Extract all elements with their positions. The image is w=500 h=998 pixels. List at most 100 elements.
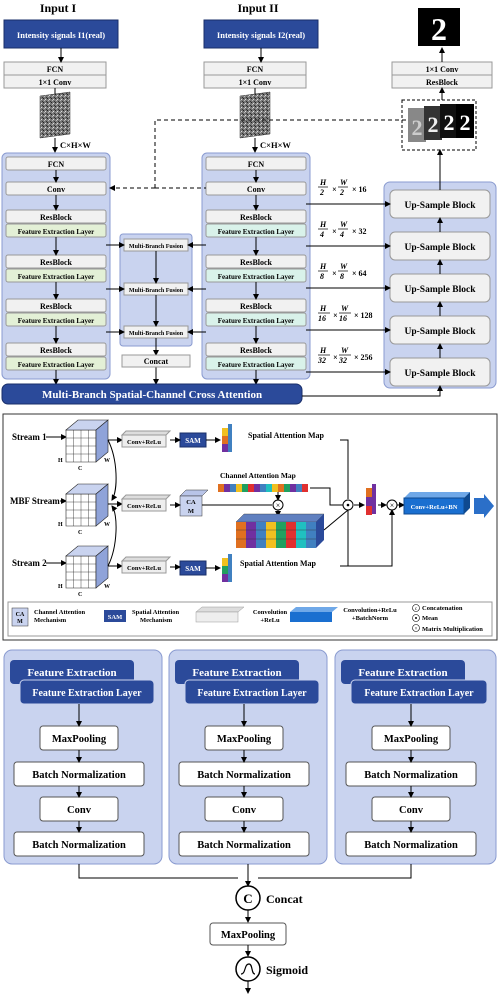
svg-text:×: × <box>276 501 281 510</box>
input-i-label: Input I <box>40 1 77 15</box>
svg-text:16: 16 <box>339 314 347 323</box>
final-output-arrow <box>474 494 494 518</box>
right-resblock-3: ResBlock <box>240 302 273 311</box>
svg-text:SAM: SAM <box>108 614 122 621</box>
svg-text:×: × <box>333 353 338 362</box>
cube-stream2 <box>65 545 109 589</box>
right-branch-blocks: FCN Conv ResBlock Feature Extraction Lay… <box>205 156 307 371</box>
svg-text:H: H <box>319 178 327 187</box>
svg-text:2: 2 <box>319 188 324 197</box>
fe-panel-1: Feature Extraction Feature Extraction La… <box>3 649 163 865</box>
input2-fcn-box: FCN <box>203 61 307 76</box>
svg-text:× 16: × 16 <box>352 185 367 194</box>
svg-text:× 128: × 128 <box>354 311 373 320</box>
svg-text:Batch Normalization: Batch Normalization <box>197 770 291 781</box>
cube-stream1 <box>65 419 109 463</box>
scale-labels: H 2 × W 2 × 16 H 4 × W 4 × 32 H 8 × W 8 <box>317 178 373 365</box>
svg-text:M: M <box>17 619 23 625</box>
chw-label-1: C×H×W <box>60 140 91 150</box>
legend: CA M Channel Attention Mechanism SAM Spa… <box>11 604 483 633</box>
mbf-1: Multi-Branch Fusion <box>129 244 184 250</box>
fused-map <box>366 484 376 515</box>
left-fcn: FCN <box>48 160 65 169</box>
svg-text:W: W <box>340 262 348 271</box>
svg-text:MaxPooling: MaxPooling <box>217 734 272 745</box>
left-resblock-3: ResBlock <box>40 302 73 311</box>
right-resblock-1: ResBlock <box>240 213 273 222</box>
concat-label-top: Concat <box>144 357 169 366</box>
svg-text:1×1 Conv: 1×1 Conv <box>426 65 459 74</box>
svg-text:MaxPooling: MaxPooling <box>52 734 107 745</box>
svg-text:×: × <box>415 627 418 632</box>
stream2-label: Stream 2 <box>12 558 47 568</box>
svg-text:2: 2 <box>460 110 471 135</box>
svg-text:W: W <box>341 346 349 355</box>
svg-text:W: W <box>340 178 348 187</box>
svg-text:Conv+ReLu: Conv+ReLu <box>127 565 161 572</box>
svg-text:Conv+ReLu+BN: Conv+ReLu+BN <box>411 504 458 511</box>
left-conv: Conv <box>47 185 65 194</box>
input2-conv1x1-label: 1×1 Conv <box>239 78 272 87</box>
svg-text:H: H <box>319 262 327 271</box>
svg-text:H: H <box>58 458 63 464</box>
svg-text:MaxPooling: MaxPooling <box>384 734 439 745</box>
left-fel-4: Feature Extraction Layer <box>18 361 94 369</box>
fe-layer-1: Feature Extraction Layer <box>32 688 142 699</box>
merge-lines <box>78 864 412 887</box>
svg-text:Batch Normalization: Batch Normalization <box>32 770 126 781</box>
svg-text:× 32: × 32 <box>352 227 367 236</box>
mbf-3: Multi-Branch Fusion <box>129 331 184 337</box>
svg-text:×: × <box>332 269 337 278</box>
input2-fcn-label: FCN <box>247 65 264 74</box>
left-fel-2: Feature Extraction Layer <box>18 273 94 281</box>
fe-title-2: Feature Extraction <box>192 667 281 679</box>
svg-text:2: 2 <box>412 115 423 140</box>
svg-text:Conv+ReLu: Conv+ReLu <box>127 439 161 446</box>
left-fel-3: Feature Extraction Layer <box>18 317 94 325</box>
svg-text:MaxPooling: MaxPooling <box>221 930 276 941</box>
svg-text:Mechanism: Mechanism <box>140 617 173 624</box>
branch-flow-arrows <box>53 170 259 385</box>
svg-text:Convolution+ReLu: Convolution+ReLu <box>343 607 397 614</box>
right-fel-4: Feature Extraction Layer <box>218 361 294 369</box>
svg-text:Matrix Multiplication: Matrix Multiplication <box>422 626 483 633</box>
sigmoid-symbol <box>235 956 261 982</box>
mbsca-label: Multi-Branch Spatial-Channel Cross Atten… <box>42 389 262 401</box>
svg-text:C: C <box>243 891 252 906</box>
svg-text:Conv: Conv <box>67 805 92 816</box>
intensity-signal-2-label: Intensity signals I2(real) <box>217 30 305 40</box>
svg-text:2: 2 <box>444 110 455 135</box>
right-fel-2: Feature Extraction Layer <box>218 273 294 281</box>
svg-text:M: M <box>188 508 194 515</box>
mbf-2: Multi-Branch Fusion <box>129 288 184 294</box>
svg-text:H: H <box>319 346 327 355</box>
svg-text:c: c <box>415 607 418 612</box>
svg-text:Spatial Attention: Spatial Attention <box>132 609 180 616</box>
svg-text:CA: CA <box>16 612 25 618</box>
right-fel-1: Feature Extraction Layer <box>218 228 294 236</box>
svg-text:32: 32 <box>338 356 347 365</box>
svg-text:W: W <box>104 522 110 528</box>
svg-text:2: 2 <box>339 188 344 197</box>
spatial-map-2 <box>222 554 232 582</box>
concat-label: Concat <box>266 892 303 906</box>
svg-text:H: H <box>319 220 327 229</box>
svg-text:Conv+ReLu: Conv+ReLu <box>127 503 161 510</box>
upsample-blocks: Up-Sample Block Up-Sample Block Up-Sampl… <box>389 189 491 387</box>
input-ii-label: Input II <box>237 1 278 15</box>
scale-label-5: H 32 × W 32 × 256 <box>317 346 373 365</box>
left-resblock-1: ResBlock <box>40 213 73 222</box>
upsample-5: Up-Sample Block <box>405 369 477 379</box>
svg-text:CA: CA <box>186 499 196 506</box>
cam-box: CA M <box>179 489 209 517</box>
spatial-map-label-1: Spatial Attention Map <box>248 431 325 440</box>
svg-text:SAM: SAM <box>185 565 201 573</box>
svg-text:Conv: Conv <box>399 805 424 816</box>
left-resblock-2: ResBlock <box>40 258 73 267</box>
conv-relu-boxes: Conv+ReLu Conv+ReLu Conv+ReLu <box>120 430 172 574</box>
sigmoid-label: Sigmoid <box>266 963 308 977</box>
fe-panel-3: Feature Extraction Feature Extraction La… <box>334 649 497 865</box>
intensity-signal-2-box: Intensity signals I2(real) <box>203 19 319 49</box>
svg-text:4: 4 <box>339 230 344 239</box>
fe-layer-3: Feature Extraction Layer <box>364 688 474 699</box>
